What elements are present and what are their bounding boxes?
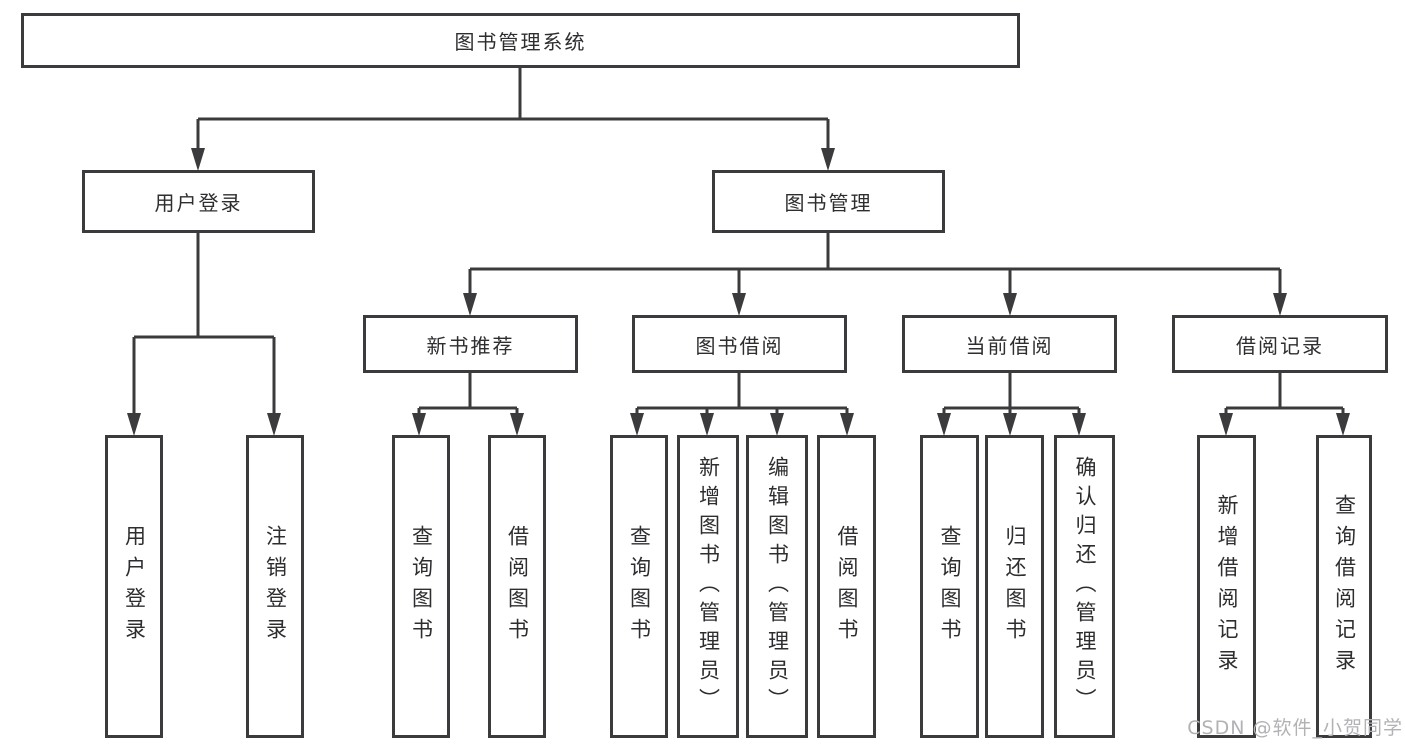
node-label: 查询图书 <box>938 524 963 649</box>
leaf-user-login: 用户登录 <box>105 435 163 738</box>
node-label: 图书借阅 <box>695 333 784 358</box>
node-label: 用户登录 <box>154 191 243 215</box>
node-new-book-recommend: 新书推荐 <box>363 315 578 373</box>
node-label: 图书管理 <box>784 191 873 215</box>
node-label: 查询借阅记录 <box>1332 493 1357 680</box>
node-label: 新书推荐 <box>426 333 515 358</box>
leaf-return-books: 归还图书 <box>985 435 1044 738</box>
node-current-borrowing: 当前借阅 <box>902 315 1117 373</box>
node-label: 查询图书 <box>627 524 652 649</box>
leaf-query-books-recommend: 查询图书 <box>392 435 450 738</box>
leaf-borrow-books: 借阅图书 <box>817 435 876 738</box>
node-book-management: 图书管理 <box>712 170 945 233</box>
leaf-edit-book-admin: 编辑图书（管理员） <box>746 435 808 738</box>
node-book-borrowing: 图书借阅 <box>632 315 847 373</box>
watermark: CSDN @软件_小贺同学 <box>1187 717 1403 739</box>
node-label: 借阅图书 <box>505 524 530 649</box>
node-label: 新增图书（管理员） <box>696 456 721 717</box>
node-label: 确认归还（管理员） <box>1073 456 1098 717</box>
leaf-query-books-current: 查询图书 <box>920 435 979 738</box>
node-borrow-records: 借阅记录 <box>1172 315 1388 373</box>
leaf-logout: 注销登录 <box>246 435 304 738</box>
leaf-query-books-borrowing: 查询图书 <box>610 435 668 738</box>
node-label: 当前借阅 <box>965 333 1054 358</box>
node-label: 借阅图书 <box>835 524 860 649</box>
node-user-login: 用户登录 <box>82 170 315 233</box>
node-label: 查询图书 <box>409 524 434 649</box>
leaf-query-borrow-record: 查询借阅记录 <box>1316 435 1372 738</box>
node-label: 用户登录 <box>122 524 147 649</box>
leaf-add-book-admin: 新增图书（管理员） <box>677 435 739 738</box>
leaf-add-borrow-record: 新增借阅记录 <box>1197 435 1256 738</box>
leaf-confirm-return-admin: 确认归还（管理员） <box>1054 435 1115 738</box>
node-label: 编辑图书（管理员） <box>765 456 790 717</box>
node-library-management-system: 图书管理系统 <box>21 13 1020 68</box>
node-label: 图书管理系统 <box>454 30 587 54</box>
node-label: 新增借阅记录 <box>1215 493 1240 680</box>
leaf-borrow-books-recommend: 借阅图书 <box>488 435 546 738</box>
node-label: 注销登录 <box>263 524 288 649</box>
node-label: 借阅记录 <box>1236 333 1324 358</box>
node-label: 归还图书 <box>1003 524 1028 649</box>
